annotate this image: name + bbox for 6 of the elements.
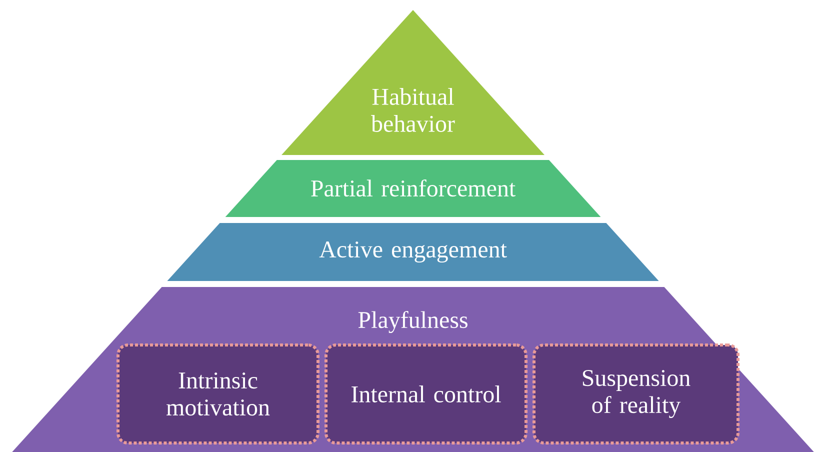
rounded-box: Internal control (324, 344, 528, 444)
pyramid-top: Habitual behavior (282, 10, 544, 155)
rounded-box: Intrinsic motivation (116, 344, 320, 444)
rounded-box: Suspension of reality (532, 344, 740, 444)
pyramid-band: Partial reinforcement (225, 160, 601, 217)
pyramid-band: Active engagement (167, 223, 659, 281)
